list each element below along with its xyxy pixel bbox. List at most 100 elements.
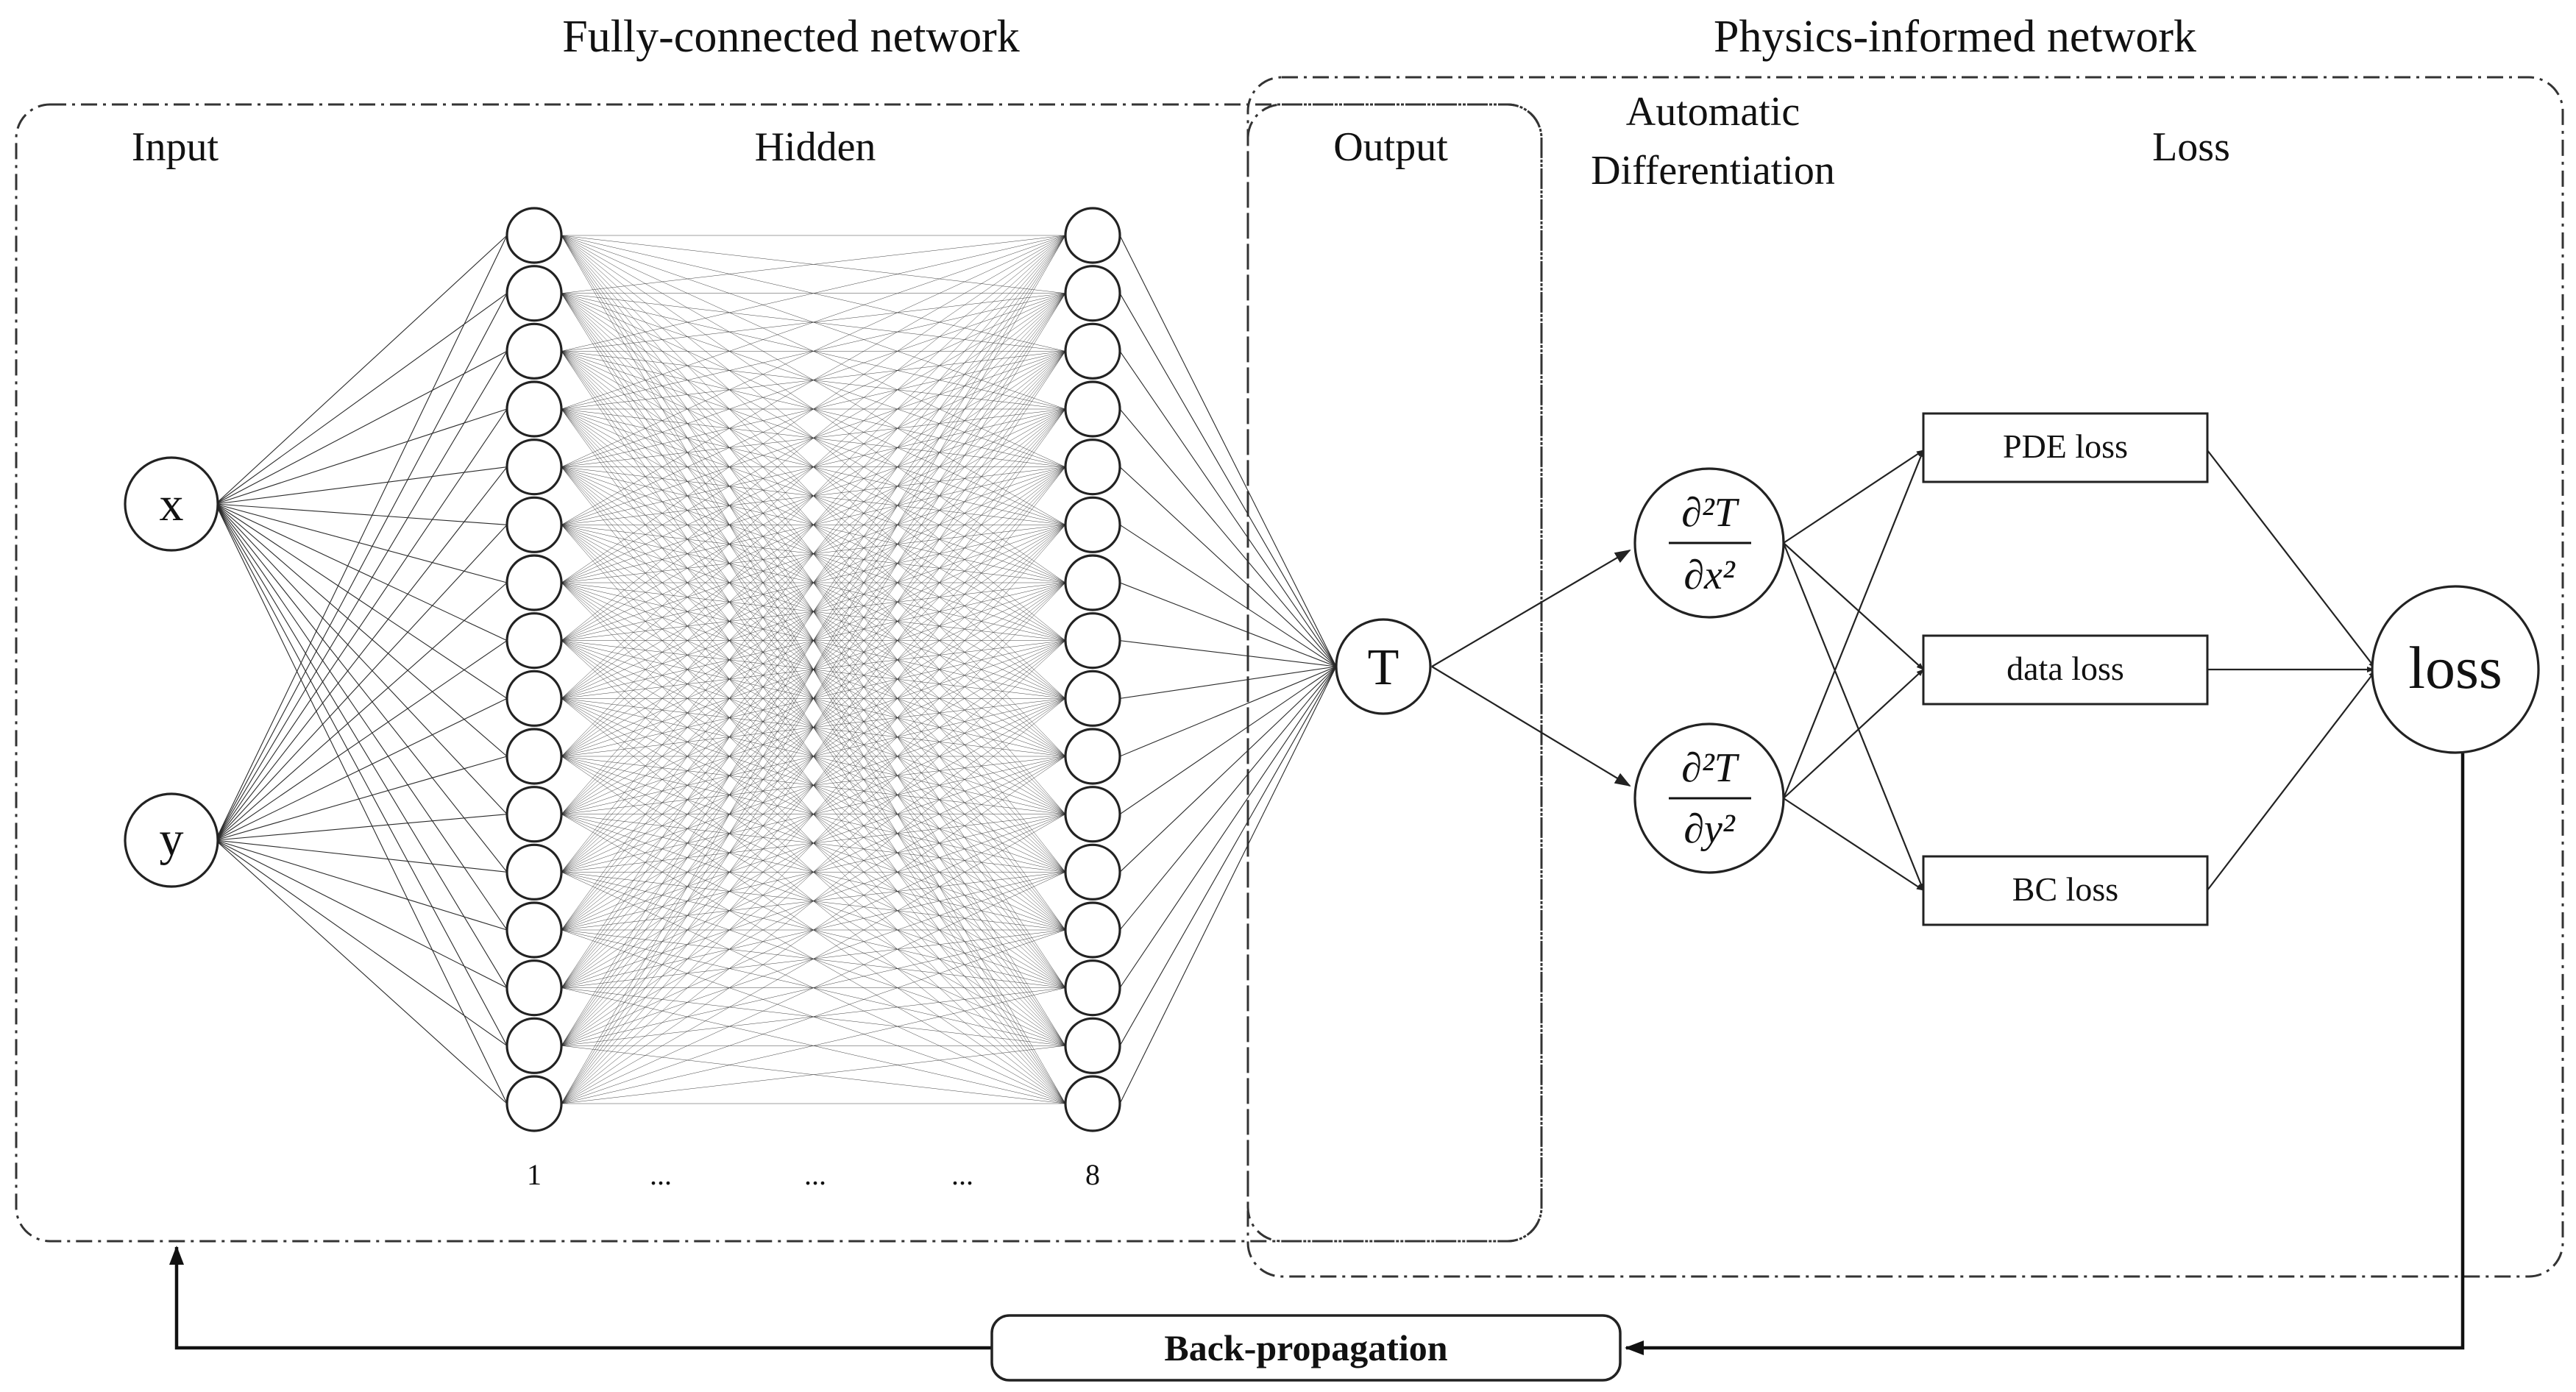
edge-input-0-hidden-9 xyxy=(215,503,508,757)
edge-hidden-15-11 xyxy=(561,872,1066,1104)
edge-input-0-hidden-5 xyxy=(215,503,508,525)
edge-dyy-to-bc xyxy=(1783,798,1924,891)
bc-loss-label: BC loss xyxy=(2012,870,2118,908)
edge-input-1-hidden-3 xyxy=(215,408,508,841)
derivative-dxx-denominator: ∂x² xyxy=(1683,553,1736,598)
derivative-dxx-numerator: ∂²T xyxy=(1681,490,1739,536)
edge-hidden-15-9 xyxy=(561,756,1066,1104)
edge-input-1-hidden-5 xyxy=(215,524,508,841)
edge-hidden-15-1 xyxy=(561,293,1066,1104)
edge-dyy-to-pde xyxy=(1782,450,1925,799)
edge-hidden-0-output xyxy=(1119,235,1337,667)
physics-informed-frame xyxy=(1246,76,2564,1278)
output-node-t-label: T xyxy=(1368,639,1399,696)
hidden-layer-last-neuron-1 xyxy=(1064,207,1121,264)
hidden-layer-first-neuron-15 xyxy=(505,1017,563,1074)
hidden-layer-last-neuron-4 xyxy=(1064,380,1121,438)
edge-bc-to-loss xyxy=(2207,670,2376,891)
hidden-layer-first-index: 1 xyxy=(527,1158,542,1191)
hidden-layer-first-neuron-13 xyxy=(505,901,563,959)
edge-hidden-5-output xyxy=(1119,524,1337,667)
hidden-layer-first-neuron-14 xyxy=(505,959,563,1017)
edge-hidden-15-13 xyxy=(561,987,1066,1104)
edge-hidden-15-0 xyxy=(561,235,1066,1104)
hidden-layer-last-neuron-9 xyxy=(1064,670,1121,727)
edge-input-0-hidden-4 xyxy=(215,466,508,505)
hidden-layer-first-neuron-5 xyxy=(505,438,563,496)
hidden-layer-last-index: 8 xyxy=(1085,1158,1100,1191)
hidden-layer-first-neuron-6 xyxy=(505,496,563,553)
edge-hidden-7-0 xyxy=(561,235,1066,641)
edge-hidden-4-0 xyxy=(561,235,1066,467)
edge-hidden-15-6 xyxy=(561,582,1066,1104)
edge-input-1-hidden-12 xyxy=(215,839,508,931)
edge-hidden-4-output xyxy=(1119,466,1337,667)
edge-hidden-7-output xyxy=(1119,640,1337,667)
edge-hidden-15-output xyxy=(1119,666,1337,1104)
edge-hidden-10-0 xyxy=(561,235,1066,814)
input-column-label: Input xyxy=(132,124,219,170)
edge-input-1-hidden-8 xyxy=(215,697,508,841)
pde-loss-label: PDE loss xyxy=(2003,427,2128,465)
backprop-label: Back-propagation xyxy=(1164,1327,1447,1368)
hidden-layer-first-neuron-9 xyxy=(505,670,563,727)
edge-hidden-5-0 xyxy=(561,235,1066,525)
hidden-layer-last-neuron-15 xyxy=(1064,1017,1121,1074)
output-node-t: T xyxy=(1335,618,1432,715)
hidden-layer-last-neuron-11 xyxy=(1064,786,1121,843)
loss-column-label: Loss xyxy=(2152,124,2230,170)
hidden-layer-last-neuron-5 xyxy=(1064,438,1121,496)
data-loss-box: data loss xyxy=(1922,634,2209,706)
hidden-layer-last-neuron-2 xyxy=(1064,265,1121,322)
edge-input-1-hidden-0 xyxy=(215,235,508,841)
edge-input-0-hidden-12 xyxy=(215,503,508,931)
hidden-layer-first-neuron-11 xyxy=(505,786,563,843)
hidden-layer-first-neuron-8 xyxy=(505,612,563,670)
edge-hidden-2-0 xyxy=(561,235,1066,352)
hidden-layer-last xyxy=(1064,207,1121,1132)
hidden-layer-first-neuron-4 xyxy=(505,380,563,438)
physics-informed-title: Physics-informed network xyxy=(1714,12,2196,62)
backprop-path-left xyxy=(169,1246,992,1350)
hidden-layer-first-neuron-7 xyxy=(505,554,563,611)
total-loss-label: loss xyxy=(2408,634,2502,701)
edge-input-0-hidden-14 xyxy=(215,503,508,1046)
edge-hidden-13-output xyxy=(1119,666,1337,988)
edge-input-1-hidden-15 xyxy=(215,839,508,1104)
edge-hidden-15-3 xyxy=(561,408,1066,1104)
data-loss-label: data loss xyxy=(2006,650,2124,687)
edge-hidden-12-output xyxy=(1119,666,1337,931)
edge-input-0-hidden-3 xyxy=(215,408,508,505)
edge-dxx-to-data xyxy=(1783,542,1924,670)
input-to-hidden-edges xyxy=(215,235,508,1104)
edge-output-to-dxx xyxy=(1431,549,1631,667)
hidden-layer-first-neuron-1 xyxy=(505,207,563,264)
edge-hidden-9-output xyxy=(1119,666,1337,757)
hidden-column-label: Hidden xyxy=(755,124,876,170)
edge-input-0-hidden-10 xyxy=(215,503,508,815)
total-loss-node: loss xyxy=(2371,585,2540,754)
edge-input-1-hidden-2 xyxy=(215,351,508,841)
edge-hidden-6-0 xyxy=(561,235,1066,583)
backprop-box xyxy=(990,1314,1622,1382)
edge-input-1-hidden-14 xyxy=(215,839,508,1046)
edge-hidden-8-output xyxy=(1119,666,1337,699)
input-node-x: x xyxy=(124,456,219,552)
output-column-label: Output xyxy=(1333,124,1448,170)
hidden-layer-last-neuron-6 xyxy=(1064,496,1121,553)
derivative-dyy-numerator: ∂²T xyxy=(1681,745,1739,791)
edge-hidden-15-12 xyxy=(561,929,1066,1104)
hidden-to-hidden-edges xyxy=(561,235,1066,1104)
edge-input-0-hidden-15 xyxy=(215,503,508,1104)
edge-hidden-14-output xyxy=(1119,666,1337,1046)
input-node-y-label: y xyxy=(160,812,184,866)
edge-input-1-hidden-1 xyxy=(215,293,508,841)
edge-hidden-1-0 xyxy=(561,235,1066,294)
edge-hidden-9-0 xyxy=(561,235,1066,757)
hidden-layer-last-neuron-3 xyxy=(1064,322,1121,380)
edge-dxx-to-pde xyxy=(1783,450,1924,544)
edge-input-0-hidden-2 xyxy=(215,350,508,505)
edge-input-1-hidden-11 xyxy=(215,839,508,873)
